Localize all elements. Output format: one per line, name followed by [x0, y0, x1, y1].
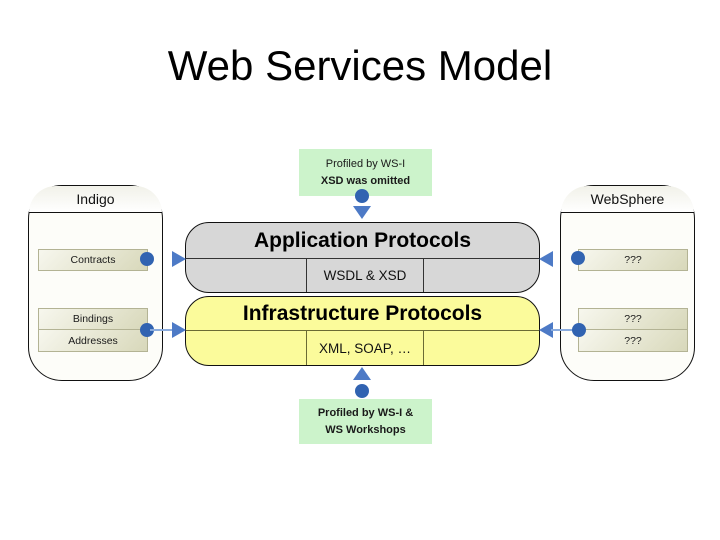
infrastructure-protocols-row: XML, SOAP, … — [186, 331, 539, 365]
connector-dot-right-bottom — [572, 323, 586, 337]
application-protocols-title: Application Protocols — [186, 223, 539, 259]
slide-title: Web Services Model — [167, 42, 553, 89]
indigo-item-contracts: Contracts — [38, 249, 148, 271]
websphere-item-1: ??? — [578, 249, 688, 271]
websphere-item-3: ??? — [578, 330, 688, 352]
top-annotation: Profiled by WS-I XSD was omitted — [299, 149, 432, 196]
arrow-left-top-icon — [539, 251, 553, 267]
indigo-item-addresses: Addresses — [38, 330, 148, 352]
top-annotation-line1: Profiled by WS-I — [325, 158, 406, 170]
infrastructure-cell-right — [424, 331, 539, 365]
application-protocols-box: Application Protocols WSDL & XSD — [185, 222, 540, 293]
arrow-left-bottom-icon — [539, 322, 553, 338]
connector-dot-bottom — [355, 384, 369, 398]
indigo-panel: Indigo Contracts Bindings Addresses — [28, 185, 163, 381]
infrastructure-protocols-title: Infrastructure Protocols — [186, 297, 539, 331]
indigo-panel-title: Indigo — [29, 186, 162, 213]
application-cell-left — [186, 259, 306, 292]
arrow-up-icon — [353, 367, 371, 380]
connector-dot-bindings — [140, 323, 154, 337]
websphere-panel-title: WebSphere — [561, 186, 694, 213]
application-cell-right — [424, 259, 539, 292]
bottom-annotation-line2: WS Workshops — [325, 423, 406, 436]
application-protocols-row: WSDL & XSD — [186, 259, 539, 292]
application-cell-middle: WSDL & XSD — [306, 259, 424, 292]
connector-line-left — [150, 329, 176, 331]
connector-dot-right-top — [571, 251, 585, 265]
bottom-annotation-line1: Profiled by WS-I & — [317, 407, 414, 419]
infrastructure-cell-left — [186, 331, 306, 365]
arrow-right-contracts-icon — [172, 251, 186, 267]
arrow-down-icon — [353, 206, 371, 219]
infrastructure-cell-middle: XML, SOAP, … — [306, 331, 424, 365]
connector-line-right — [551, 329, 577, 331]
bottom-annotation: Profiled by WS-I & WS Workshops — [299, 399, 432, 444]
arrow-right-bindings-icon — [172, 322, 186, 338]
websphere-panel: WebSphere ??? ??? ??? — [560, 185, 695, 381]
websphere-item-2: ??? — [578, 308, 688, 330]
connector-dot-contracts — [140, 252, 154, 266]
indigo-item-bindings: Bindings — [38, 308, 148, 330]
infrastructure-protocols-box: Infrastructure Protocols XML, SOAP, … — [185, 296, 540, 366]
connector-dot-top — [355, 189, 369, 203]
top-annotation-line2: XSD was omitted — [320, 174, 411, 187]
